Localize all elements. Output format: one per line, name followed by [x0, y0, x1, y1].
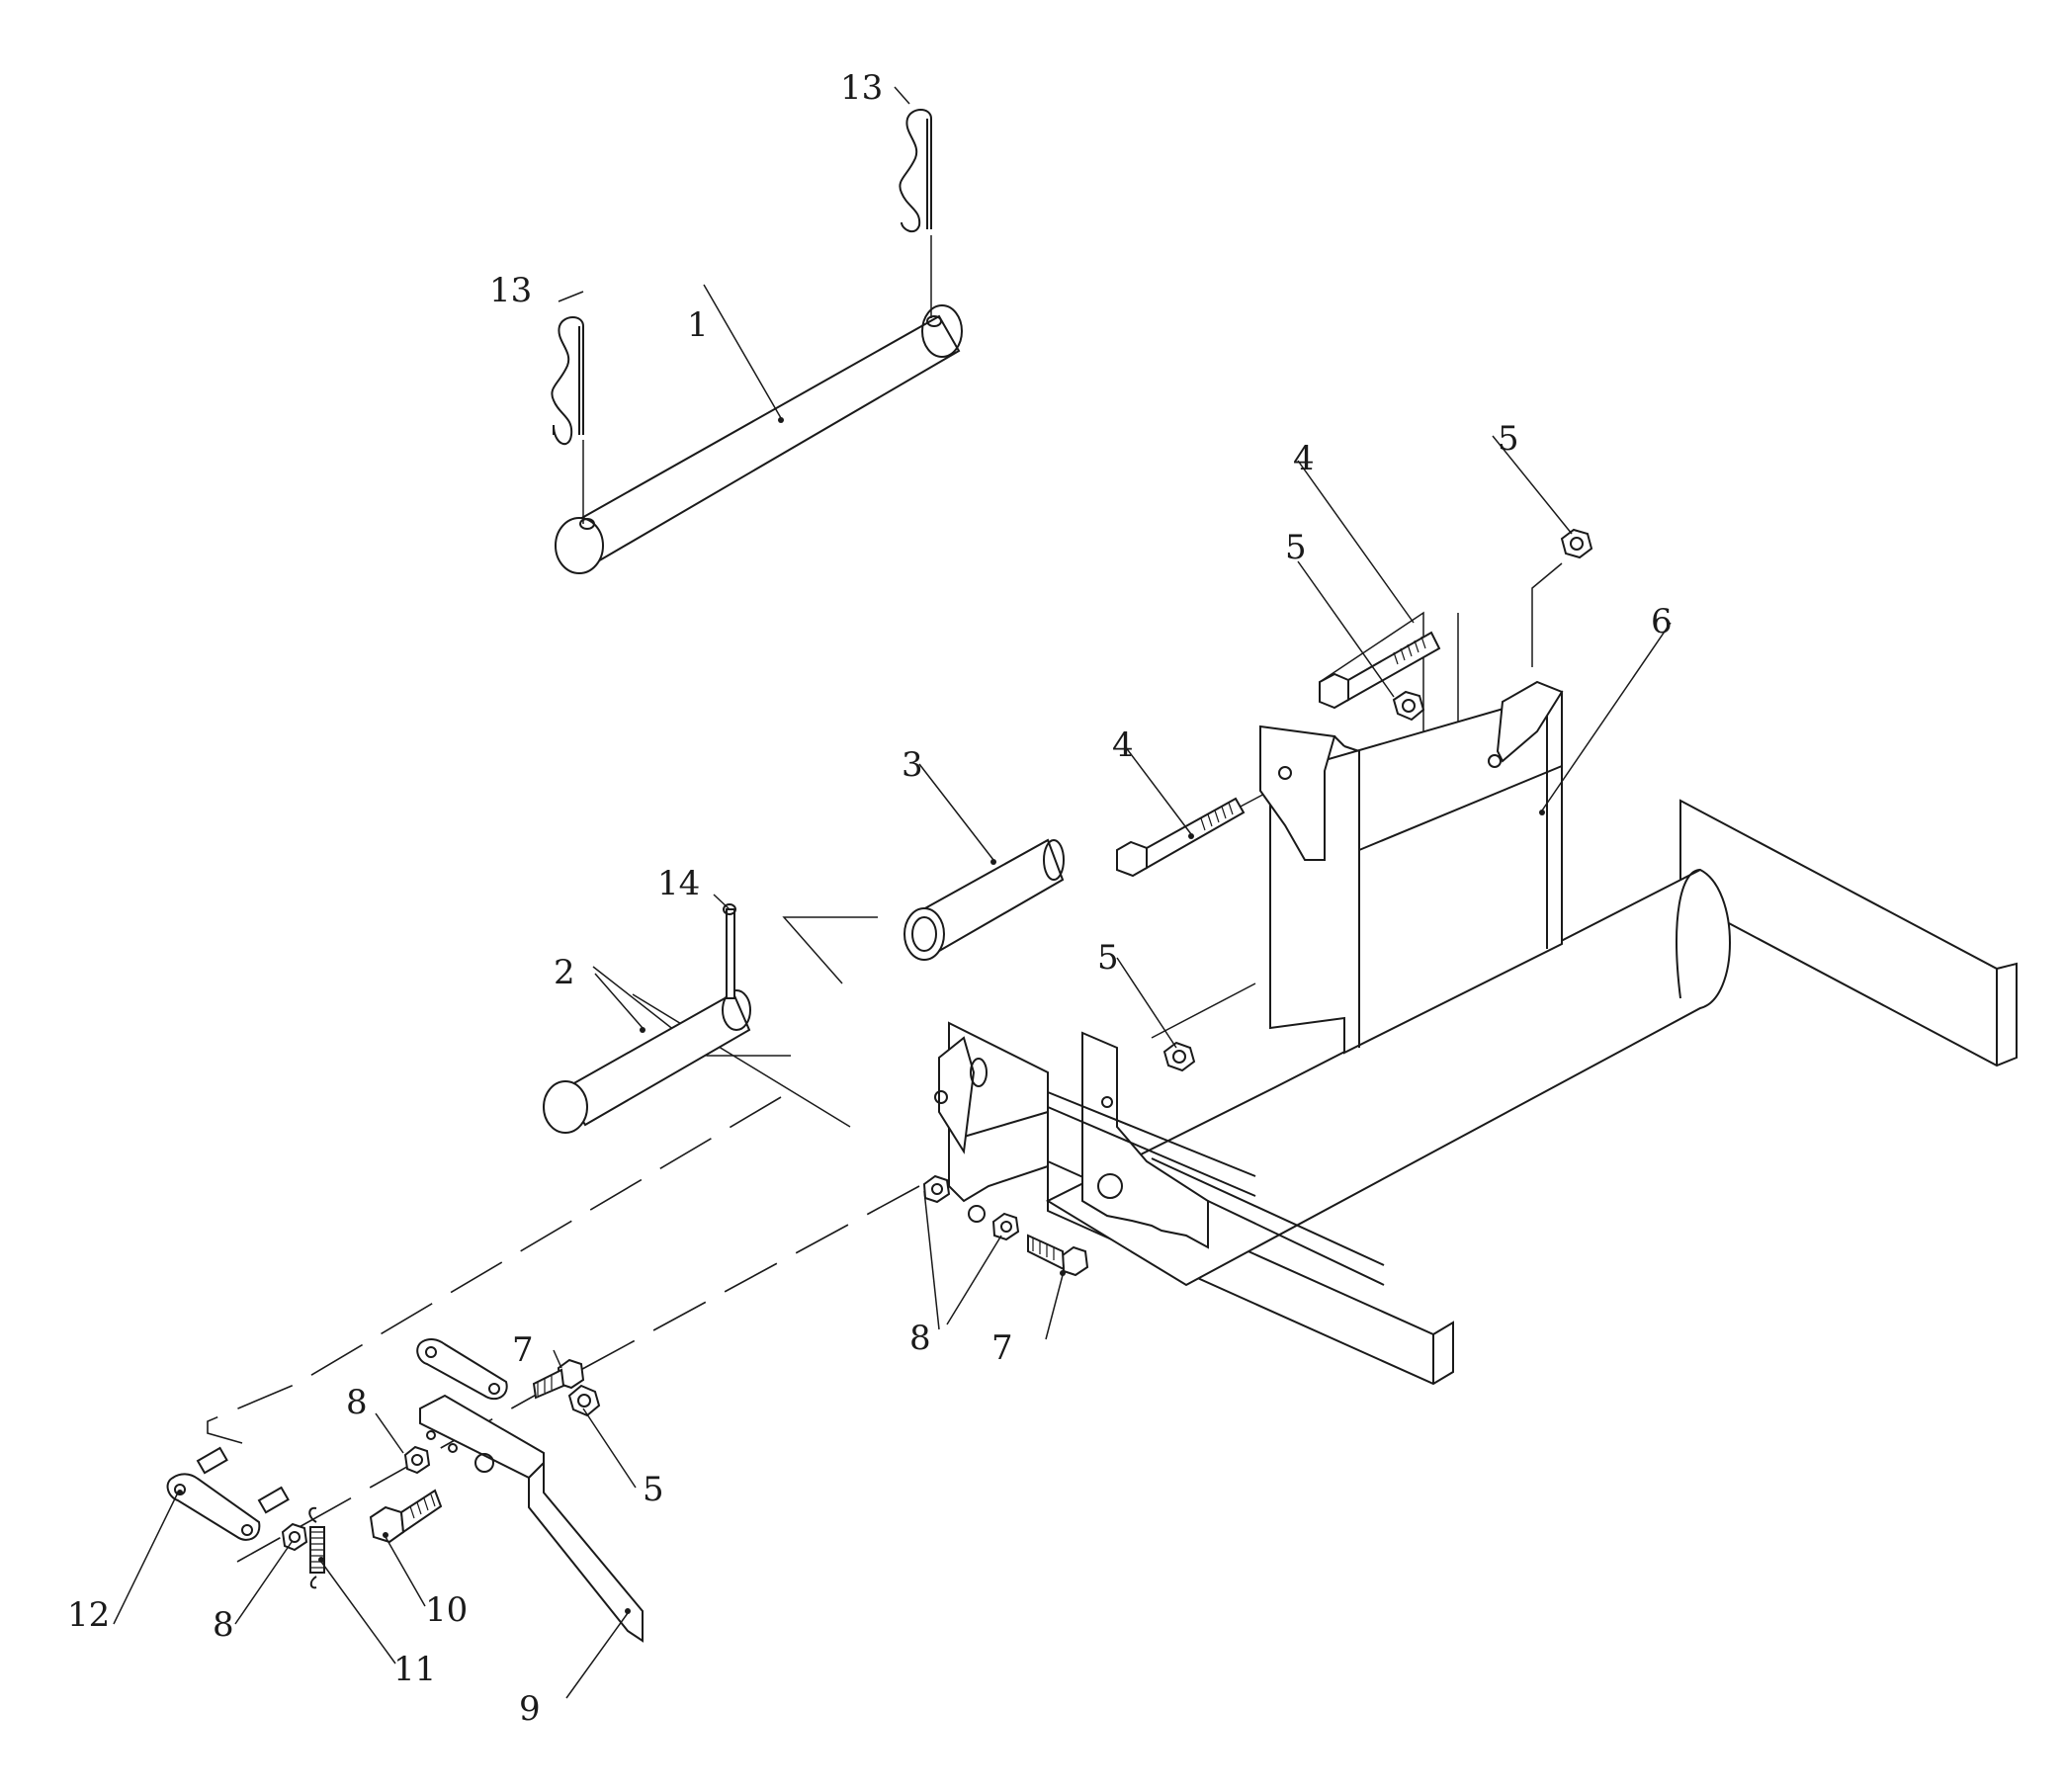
callout-4: 4: [1112, 725, 1134, 765]
callout-labels: 13 13 1 5 4 5 6 4 3 14 2 5 8 7 7 8 5 10 …: [67, 68, 1673, 1729]
link-12-upper: [416, 1338, 508, 1401]
nut-8-lower: [991, 1212, 1020, 1241]
callout-13: 13: [840, 68, 883, 108]
callout-11: 11: [393, 1650, 436, 1689]
callout-2: 2: [554, 953, 575, 992]
nut-8-upper: [922, 1174, 951, 1204]
callout-8: 8: [346, 1383, 368, 1422]
callout-5: 5: [643, 1470, 664, 1509]
assembly-lines: [207, 562, 1563, 1563]
callout-6: 6: [1651, 602, 1673, 641]
callout-9: 9: [519, 1689, 541, 1729]
callout-10: 10: [425, 1590, 468, 1630]
nut-5-center: [1162, 1041, 1196, 1072]
nut-8-small: [403, 1445, 431, 1475]
callout-1: 1: [687, 305, 709, 345]
bushing-3: [903, 838, 1065, 961]
callout-12: 12: [67, 1595, 110, 1635]
callout-7: 7: [991, 1328, 1013, 1368]
callout-8: 8: [909, 1319, 931, 1358]
lever-arm-9: [419, 1394, 644, 1643]
callout-3: 3: [902, 745, 923, 785]
link-12-lower: [166, 1446, 290, 1541]
callout-13: 13: [489, 271, 532, 310]
callout-7: 7: [512, 1330, 534, 1370]
callout-5: 5: [1498, 419, 1519, 459]
bolt-10: [369, 1489, 443, 1544]
nut-5-top: [1560, 528, 1593, 559]
leader-lines: [113, 86, 1672, 1699]
hair-pin-13-left: [551, 316, 584, 446]
bolt-4-lower: [1116, 797, 1246, 878]
cotter-pin-14: [723, 903, 736, 999]
callout-14: 14: [657, 864, 700, 903]
nut-5-lower: [567, 1384, 601, 1417]
callout-5: 5: [1097, 938, 1119, 978]
callout-5: 5: [1285, 528, 1307, 567]
bolt-7-right: [1027, 1234, 1089, 1277]
bolt-4-upper: [1319, 631, 1441, 710]
hair-pin-13-right: [899, 109, 932, 233]
leader-dots: [177, 417, 1545, 1614]
callout-8: 8: [213, 1605, 234, 1645]
pin-2: [543, 989, 751, 1134]
pin-1: [555, 304, 963, 574]
callout-4: 4: [1293, 439, 1315, 478]
nut-5-mid: [1392, 690, 1425, 722]
main-frame: [934, 680, 2018, 1386]
nut-8-bottom: [281, 1522, 308, 1552]
bolt-7-left: [532, 1358, 585, 1400]
